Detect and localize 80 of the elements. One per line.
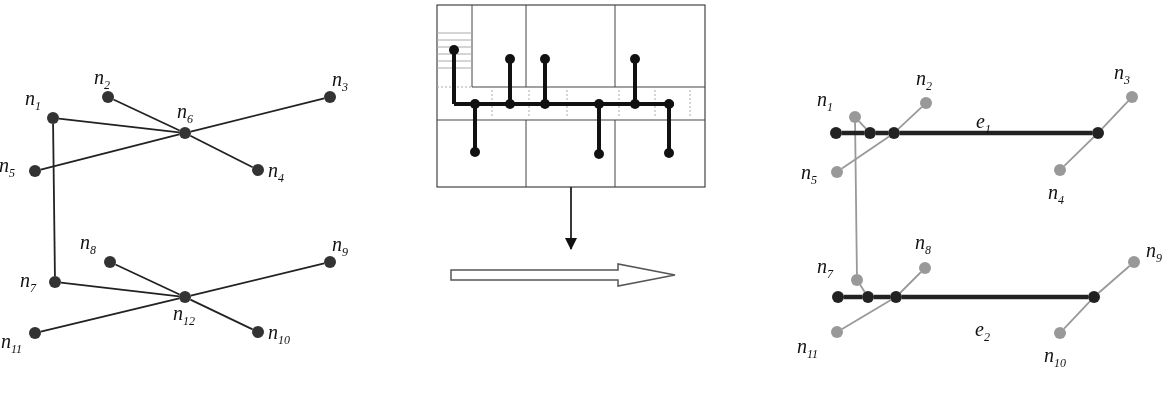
node-label: n$_{11}$ bbox=[1, 331, 23, 358]
node-dot bbox=[831, 326, 843, 338]
node-label: n$_{8}$ bbox=[915, 232, 931, 259]
node-dot bbox=[1088, 291, 1100, 303]
node-dot bbox=[849, 111, 861, 123]
node-label: n$_{8}$ bbox=[80, 232, 96, 259]
connector-line bbox=[189, 97, 326, 133]
node-dot bbox=[47, 112, 59, 124]
node-dot bbox=[1054, 327, 1066, 339]
node-label: n$_{9}$ bbox=[332, 234, 348, 261]
connector-line bbox=[1097, 265, 1131, 294]
connector-line bbox=[1101, 100, 1129, 130]
node-label: n$_{10}$ bbox=[268, 322, 290, 349]
connector-line bbox=[52, 123, 56, 277]
connector-line bbox=[60, 281, 180, 298]
node-label: n$_{6}$ bbox=[177, 101, 193, 128]
node-dot bbox=[851, 274, 863, 286]
node-dot bbox=[252, 164, 264, 176]
node-dot bbox=[832, 291, 844, 303]
node-label: n$_{2}$ bbox=[916, 68, 932, 95]
node-dot bbox=[890, 291, 902, 303]
node-dot bbox=[888, 127, 900, 139]
node-dot bbox=[29, 327, 41, 339]
connector-line bbox=[189, 262, 326, 297]
node-label: n$_{10}$ bbox=[1044, 345, 1066, 372]
routing-grid-drawing bbox=[436, 4, 706, 188]
node-dot bbox=[1054, 164, 1066, 176]
connector-line bbox=[841, 135, 890, 170]
node-label: n$_{11}$ bbox=[797, 336, 819, 363]
connector-line bbox=[189, 298, 254, 331]
node-dot bbox=[102, 91, 114, 103]
connector-line bbox=[859, 284, 866, 293]
node-dot bbox=[1128, 256, 1140, 268]
connector-line bbox=[58, 117, 180, 134]
connector-line bbox=[897, 106, 923, 130]
node-label: n$_{1}$ bbox=[25, 88, 41, 115]
node-dot bbox=[831, 166, 843, 178]
node-label: n$_{3}$ bbox=[1114, 62, 1130, 89]
connector-line bbox=[841, 299, 892, 330]
node-dot bbox=[919, 262, 931, 274]
node-dot bbox=[49, 276, 61, 288]
node-label: n$_{4}$ bbox=[1048, 182, 1064, 209]
connector-line bbox=[902, 294, 1088, 300]
node-label: n$_{7}$ bbox=[817, 256, 833, 283]
node-dot bbox=[179, 127, 191, 139]
node-label: n$_{12}$ bbox=[173, 303, 195, 330]
connector-line bbox=[112, 98, 181, 132]
node-dot bbox=[179, 291, 191, 303]
node-dot bbox=[1126, 91, 1138, 103]
node-dot bbox=[920, 97, 932, 109]
node-dot bbox=[864, 127, 876, 139]
connector-line bbox=[39, 297, 181, 333]
arrow bbox=[565, 186, 577, 250]
node-dot bbox=[862, 291, 874, 303]
node-dot bbox=[252, 326, 264, 338]
node-dot bbox=[1092, 127, 1104, 139]
node-label: n$_{4}$ bbox=[268, 160, 284, 187]
node-label: n$_{5}$ bbox=[0, 155, 15, 182]
node-dot bbox=[830, 127, 842, 139]
node-label: n$_{3}$ bbox=[332, 69, 348, 96]
edge-label: e$_{2}$ bbox=[975, 319, 990, 346]
connector-line bbox=[1063, 136, 1095, 167]
node-dot bbox=[324, 256, 336, 268]
connector-line bbox=[1063, 300, 1091, 330]
node-dot bbox=[104, 256, 116, 268]
node-dot bbox=[324, 91, 336, 103]
node-label: n$_{7}$ bbox=[20, 270, 36, 297]
connector-line bbox=[114, 263, 181, 296]
connector-line bbox=[39, 133, 181, 171]
connector-line bbox=[900, 130, 1092, 136]
node-label: n$_{2}$ bbox=[94, 67, 110, 94]
node-label: n$_{1}$ bbox=[817, 89, 833, 116]
connector-line bbox=[842, 130, 864, 136]
connector-line bbox=[189, 134, 254, 169]
connector-line bbox=[899, 271, 922, 294]
connector-line bbox=[854, 122, 858, 275]
node-label: n$_{5}$ bbox=[801, 162, 817, 189]
edge-label: e$_{1}$ bbox=[976, 111, 991, 138]
node-dot bbox=[29, 165, 41, 177]
node-label: n$_{9}$ bbox=[1146, 240, 1162, 267]
